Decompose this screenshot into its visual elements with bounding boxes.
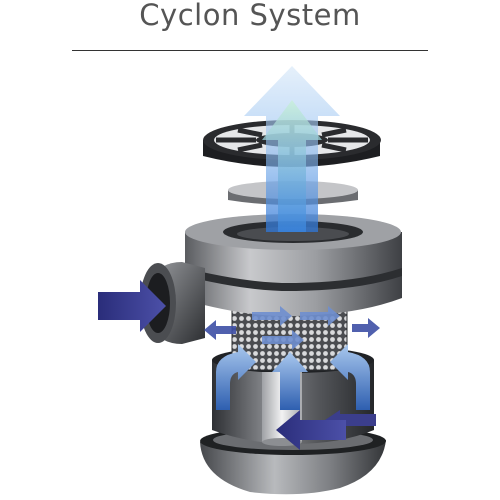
cyclone-swirl-arrows-icon [204, 306, 380, 410]
title-divider [72, 50, 428, 51]
dust-flow-arrow-icon [276, 410, 376, 450]
dirty-air-inlet-arrow-icon [98, 280, 166, 332]
clean-air-arrow-icon [244, 66, 340, 232]
page-title: Cyclon System [139, 0, 361, 32]
